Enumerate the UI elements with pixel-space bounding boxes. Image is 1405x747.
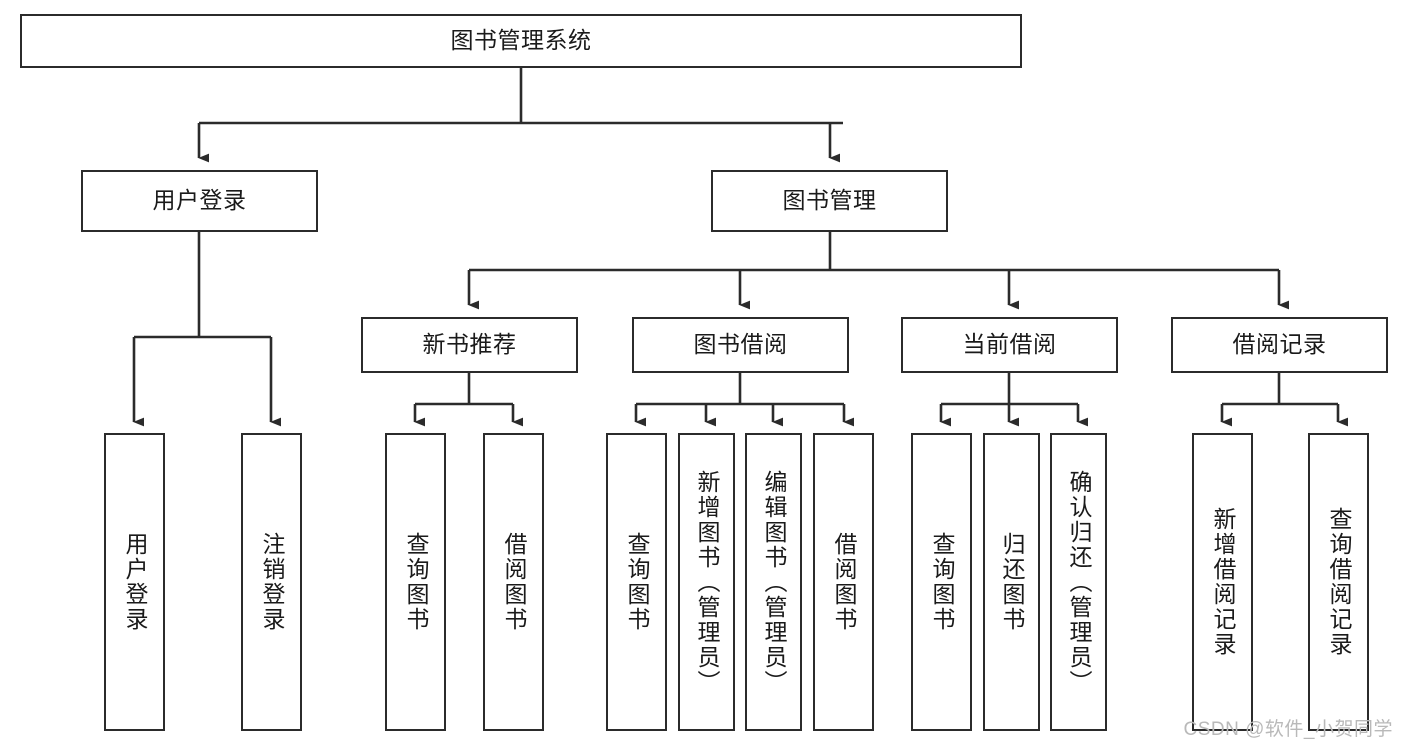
node-leaf-add-book[interactable]: 新增图书（管理员） xyxy=(678,433,735,731)
node-leaf-query-record-label: 查询借阅记录 xyxy=(1326,507,1353,657)
node-book-manage-label: 图书管理 xyxy=(782,187,877,214)
node-leaf-confirm-return-label: 确认归还（管理员） xyxy=(1066,469,1093,695)
node-leaf-edit-book[interactable]: 编辑图书（管理员） xyxy=(745,433,802,731)
node-leaf-borrow-book-1-label: 借阅图书 xyxy=(501,532,528,632)
node-user-login-label: 用户登录 xyxy=(152,187,247,214)
edge-bookmanage-to-level2 xyxy=(467,232,1290,310)
node-root[interactable]: 图书管理系统 xyxy=(20,14,1022,68)
node-leaf-query-book-1-label: 查询图书 xyxy=(403,532,430,632)
edge-userlogin-to-leaves xyxy=(132,232,282,427)
node-leaf-borrow-book-2-label: 借阅图书 xyxy=(831,532,858,632)
node-current-borrow[interactable]: 当前借阅 xyxy=(901,317,1118,373)
node-leaf-query-book-2-label: 查询图书 xyxy=(624,532,651,632)
node-book-manage[interactable]: 图书管理 xyxy=(711,170,948,232)
edge-newbookrec-to-leaves xyxy=(413,373,524,427)
node-root-label: 图书管理系统 xyxy=(450,27,592,54)
node-book-borrow-label: 图书借阅 xyxy=(693,331,788,358)
edge-borrowrecord-to-leaves xyxy=(1220,373,1349,427)
node-leaf-borrow-book-2[interactable]: 借阅图书 xyxy=(813,433,874,731)
node-new-book-rec-label: 新书推荐 xyxy=(422,331,517,358)
node-borrow-record[interactable]: 借阅记录 xyxy=(1171,317,1388,373)
node-leaf-confirm-return[interactable]: 确认归还（管理员） xyxy=(1050,433,1107,731)
node-borrow-record-label: 借阅记录 xyxy=(1232,331,1327,358)
node-current-borrow-label: 当前借阅 xyxy=(962,331,1057,358)
node-leaf-edit-book-label: 编辑图书（管理员） xyxy=(761,469,788,695)
node-leaf-add-book-label: 新增图书（管理员） xyxy=(694,469,721,695)
node-leaf-query-book-3[interactable]: 查询图书 xyxy=(911,433,972,731)
node-leaf-query-record[interactable]: 查询借阅记录 xyxy=(1308,433,1369,731)
node-new-book-rec[interactable]: 新书推荐 xyxy=(361,317,578,373)
node-leaf-user-login-label: 用户登录 xyxy=(122,532,149,632)
csdn-watermark: CSDN @软件_小贺同学 xyxy=(1183,719,1393,740)
node-leaf-logout[interactable]: 注销登录 xyxy=(241,433,302,731)
edge-root-to-level1 xyxy=(197,68,843,163)
node-leaf-query-book-1[interactable]: 查询图书 xyxy=(385,433,446,731)
edge-currentborrow-to-leaves xyxy=(939,373,1089,427)
node-leaf-query-book-3-label: 查询图书 xyxy=(929,532,956,632)
node-user-login[interactable]: 用户登录 xyxy=(81,170,318,232)
node-leaf-return-book[interactable]: 归还图书 xyxy=(983,433,1040,731)
node-leaf-logout-label: 注销登录 xyxy=(259,532,286,632)
node-leaf-add-record[interactable]: 新增借阅记录 xyxy=(1192,433,1253,731)
node-leaf-query-book-2[interactable]: 查询图书 xyxy=(606,433,667,731)
node-leaf-return-book-label: 归还图书 xyxy=(999,532,1026,632)
node-book-borrow[interactable]: 图书借阅 xyxy=(632,317,849,373)
node-leaf-user-login[interactable]: 用户登录 xyxy=(104,433,165,731)
edge-bookborrow-to-leaves xyxy=(634,373,855,427)
node-leaf-borrow-book-1[interactable]: 借阅图书 xyxy=(483,433,544,731)
node-leaf-add-record-label: 新增借阅记录 xyxy=(1210,507,1237,657)
